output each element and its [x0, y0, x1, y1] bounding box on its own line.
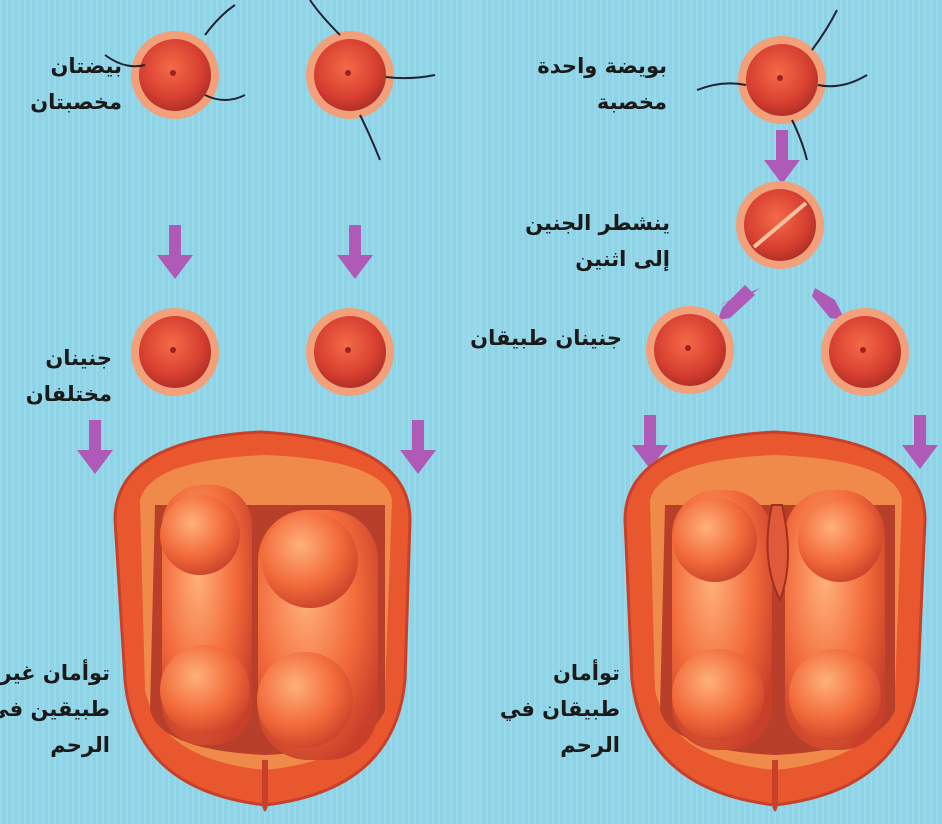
down-arrow-icon — [902, 415, 938, 469]
label-one-egg: بويضة واحدة مخصبة — [530, 48, 667, 120]
label-line: طبيقين في — [0, 691, 110, 727]
down-arrow-icon — [764, 130, 800, 184]
label-line: توأمان غير — [0, 655, 110, 691]
label-two-eggs: بيضتان مخصبتان — [0, 48, 122, 120]
down-arrow-icon — [77, 420, 113, 474]
label-line: ينشطر الجنين — [525, 205, 670, 241]
down-arrow-icon — [337, 225, 373, 279]
down-arrow-icon — [157, 225, 193, 279]
fertilized-egg-icon — [105, 5, 245, 119]
label-line: بويضة واحدة — [530, 48, 667, 84]
label-twins-fraternal: توأمان غير طبيقين في الرحم — [0, 655, 110, 763]
label-two-embryos: جنينان مختلفان — [0, 340, 112, 412]
label-line: الرحم — [0, 727, 110, 763]
fertilized-egg-icon — [131, 308, 219, 396]
label-line: مخصبة — [530, 84, 667, 120]
fertilized-egg-icon — [306, 308, 394, 396]
label-twins-identical: توأمان طبيقان في الرحم — [508, 655, 620, 763]
down-arrow-icon — [400, 420, 436, 474]
label-line: الرحم — [508, 727, 620, 763]
label-line: بيضتان — [0, 48, 122, 84]
label-line: جنينان — [0, 340, 112, 376]
label-line: إلى اثنين — [525, 241, 670, 277]
label-line: طبيقان في — [508, 691, 620, 727]
label-line: جنينان طبيقان — [460, 320, 622, 356]
fetus-icon — [160, 485, 252, 745]
fetus-icon — [257, 510, 378, 760]
fertilized-egg-icon — [306, 0, 435, 160]
fertilized-egg-icon — [821, 308, 909, 396]
label-line: توأمان — [508, 655, 620, 691]
label-split: ينشطر الجنين إلى اثنين — [525, 205, 670, 277]
fertilized-egg-icon — [646, 306, 734, 394]
fertilized-egg-icon — [736, 181, 824, 269]
label-identical-embryos: جنينان طبيقان — [460, 320, 622, 356]
down-arrow-icon — [812, 288, 845, 320]
fetus-icon — [785, 490, 885, 750]
label-line: مختلفان — [0, 376, 112, 412]
label-line: مخصبتان — [0, 84, 122, 120]
fetus-icon — [672, 490, 772, 750]
